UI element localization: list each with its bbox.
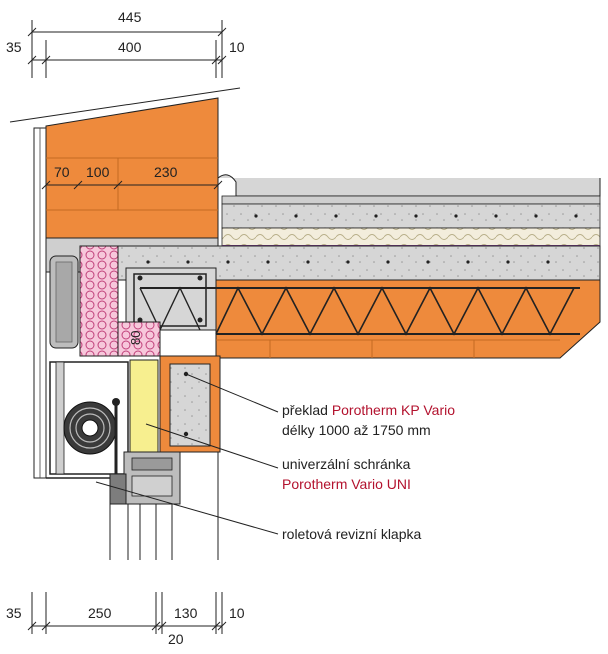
dim-bottom-3: 130 (174, 605, 198, 621)
inner-dimension-chain (41, 180, 223, 190)
leader-lines (95, 373, 279, 535)
dim-bottom-1: 35 (6, 605, 22, 621)
lintel-annotation-line2: délky 1000 až 1750 mm (282, 422, 431, 438)
roller-shutter-box (49, 361, 129, 476)
lintel-porotherm-kp-vario (159, 355, 221, 453)
bottom-dimension-chain (27, 592, 227, 634)
dim-bottom-sub: 20 (168, 631, 184, 647)
box-annotation-line1: univerzální schránka (282, 456, 411, 472)
dim-inner-1: 70 (54, 164, 70, 180)
revision-flap (109, 473, 127, 505)
dim-top-total: 445 (118, 9, 142, 25)
shutter-roll-icon (63, 401, 117, 455)
window-frame (46, 451, 219, 560)
dim-top-left: 35 (6, 39, 22, 55)
flap-annotation: roletová revizní klapka (282, 526, 422, 542)
floor-finish-layers (217, 174, 601, 247)
box-annotation-line2: Porotherm Vario UNI (282, 476, 411, 492)
facade-plaster (9, 87, 241, 479)
eps-insulation (79, 245, 161, 357)
ceiling-blocks (139, 279, 601, 359)
top-dimension-chain (27, 20, 227, 78)
dim-inner-3: 230 (154, 164, 178, 180)
insulation-yellow (129, 359, 159, 455)
lintel-annotation-line1: překlad Porotherm KP Vario (282, 402, 455, 418)
left-insulation-pad (49, 255, 79, 349)
dim-vertical-80: 80 (128, 331, 143, 345)
dim-bottom-2: 250 (88, 605, 112, 621)
dim-top-right: 10 (229, 39, 245, 55)
dim-top-mid: 400 (118, 39, 142, 55)
brick-wall (45, 97, 219, 239)
dim-inner-2: 100 (86, 164, 110, 180)
dim-bottom-4: 10 (229, 605, 245, 621)
